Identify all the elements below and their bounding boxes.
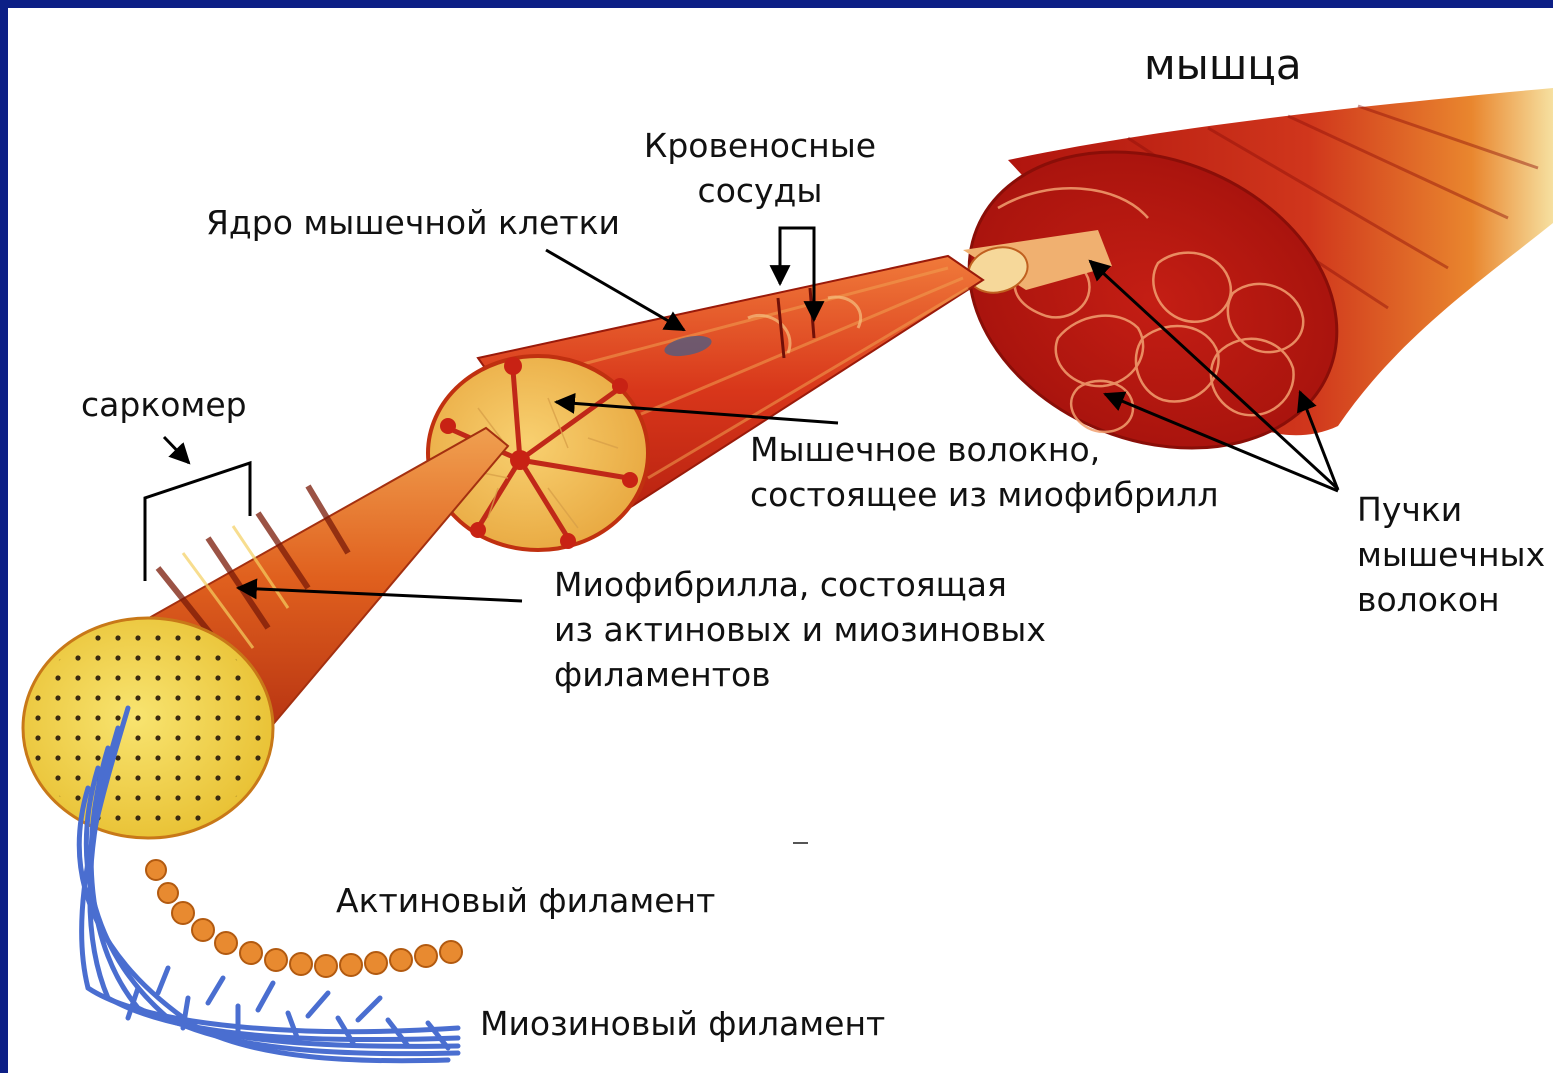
label-myofibril-line-3: филаментов: [554, 652, 1046, 697]
label-nucleus: Ядро мышечной клетки: [206, 200, 620, 245]
label-myosin: Миозиновый филамент: [480, 1001, 885, 1046]
label-muscle: мышца: [1144, 40, 1302, 90]
label-bundles-line-1: Пучки: [1357, 487, 1545, 532]
myofibril-cross-section: [23, 618, 273, 838]
label-muscle-fiber: Мышечное волокно, состоящее из миофибрил…: [750, 427, 1219, 517]
label-sarcomere: саркомер: [81, 382, 247, 427]
diagram-frame: мышца Кровеносные сосуды Ядро мышечной к…: [8, 8, 1553, 1073]
label-myofibril-line-1: Миофибрилла, состоящая: [554, 562, 1046, 607]
arrow-sarcomere: [164, 437, 189, 463]
label-myofibril: Миофибрилла, состоящая из актиновых и ми…: [554, 562, 1046, 697]
sarcomere-bracket: [145, 463, 250, 581]
label-muscle-fiber-line-2: состоящее из миофибрилл: [750, 472, 1219, 517]
arrow-nucleus: [546, 250, 684, 330]
label-bundles-line-2: мышечных: [1357, 532, 1545, 577]
label-blood-vessels: Кровеносные сосуды: [642, 123, 878, 213]
label-blood-vessels-line-2: сосуды: [642, 168, 878, 213]
label-muscle-fiber-line-1: Мышечное волокно,: [750, 427, 1219, 472]
label-blood-vessels-line-1: Кровеносные: [642, 123, 878, 168]
label-bundles: Пучки мышечных волокон: [1357, 487, 1545, 622]
label-actin: Актиновый филамент: [336, 878, 715, 923]
label-bundles-line-3: волокон: [1357, 577, 1545, 622]
label-myofibril-line-2: из актиновых и миозиновых: [554, 607, 1046, 652]
